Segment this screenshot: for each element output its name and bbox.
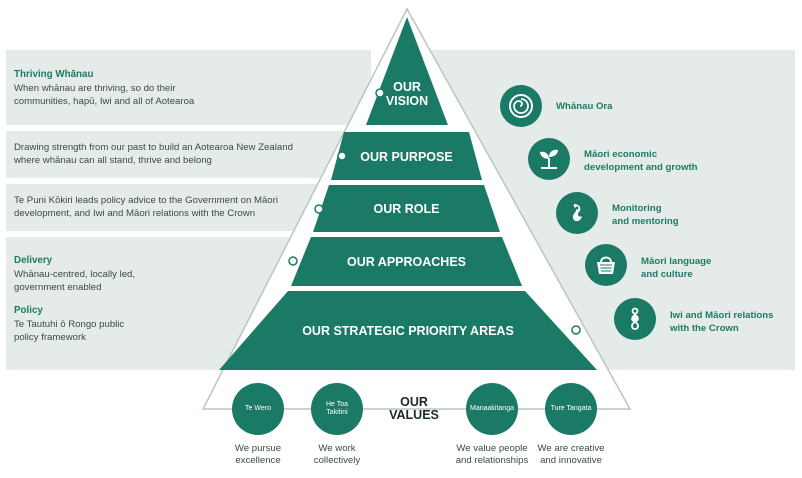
- priority-area-language-culture: Māori language and culture: [641, 256, 712, 280]
- purpose-line-1: Drawing strength from our past to build …: [14, 142, 293, 153]
- value-te-wero: Te Wero: [232, 383, 284, 435]
- vision-line-1: When whānau are thriving, so do their: [14, 83, 176, 94]
- role-line-1: Te Puni Kōkiri leads policy advice to th…: [14, 195, 278, 206]
- tier-vision-label: OUR VISION: [385, 80, 429, 108]
- value-manaakitanga: Manaakitanga: [466, 383, 518, 435]
- tier-vision: [366, 17, 448, 125]
- tier-priority-areas: [219, 291, 597, 370]
- approaches-connector-dot: [288, 256, 298, 266]
- seedling-icon: [528, 138, 570, 180]
- purpose-panel: Drawing strength from our past to build …: [6, 131, 371, 178]
- tier-priority-areas-label: OUR STRATEGIC PRIORITY AREAS: [302, 324, 514, 338]
- value-caption-manaakitanga: We value people and relationships: [455, 443, 529, 466]
- priority-area-iwi-crown-relations: Iwi and Māori relations with the Crown: [670, 310, 774, 334]
- value-caption-ture-tangata: We are creative and innovative: [537, 443, 605, 466]
- delivery-line-1: Whānau-centred, locally led,: [14, 269, 136, 280]
- policy-line-1: Te Tautuhi ō Rongo public: [14, 319, 125, 330]
- vision-heading: Thriving Whānau: [14, 69, 94, 80]
- tier-approaches-label: OUR APPROACHES: [347, 255, 466, 269]
- greenstone-pendant-icon: [614, 298, 656, 340]
- vision-connector-dot: [375, 88, 385, 98]
- priority-area-monitoring: Monitoring and mentoring: [612, 203, 679, 227]
- role-line-2: development, and Iwi and Māori relations…: [14, 208, 256, 219]
- priority-area-economic-development: Māori economic development and growth: [584, 149, 698, 173]
- hook-pendant-icon: [556, 192, 598, 234]
- tier-purpose-label: OUR PURPOSE: [360, 150, 453, 164]
- delivery-line-2: government enabled: [14, 282, 102, 293]
- value-he-toa-takitini: He Toa Takitini: [311, 383, 363, 435]
- vision-panel: Thriving Whānau When whānau are thriving…: [6, 50, 371, 125]
- policy-heading: Policy: [14, 305, 43, 316]
- vision-line-2: communities, hapū, Iwi and all of Aotear…: [14, 96, 195, 107]
- value-ture-tangata: Ture Tangata: [545, 383, 597, 435]
- priority-connector-dot: [571, 325, 581, 335]
- value-caption-te-wero: We pursue excellence: [234, 443, 282, 466]
- value-caption-he-toa-takitini: We work collectively: [313, 443, 361, 466]
- priority-area-whanau-ora: Whānau Ora: [556, 101, 613, 112]
- woven-basket-icon: [585, 244, 627, 286]
- tier-role: [313, 185, 500, 232]
- role-connector-dot: [314, 204, 324, 214]
- delivery-heading: Delivery: [14, 255, 53, 266]
- values-title: OUR VALUES: [389, 395, 439, 422]
- policy-line-2: policy framework: [14, 332, 86, 343]
- tier-role-label: OUR ROLE: [373, 202, 440, 216]
- tier-purpose: [331, 132, 482, 180]
- purpose-line-2: where whānau can all stand, thrive and b…: [14, 155, 212, 166]
- purpose-connector-dot: [337, 151, 347, 161]
- tier-approaches: [291, 237, 522, 286]
- spiral-koru-icon: [500, 85, 542, 127]
